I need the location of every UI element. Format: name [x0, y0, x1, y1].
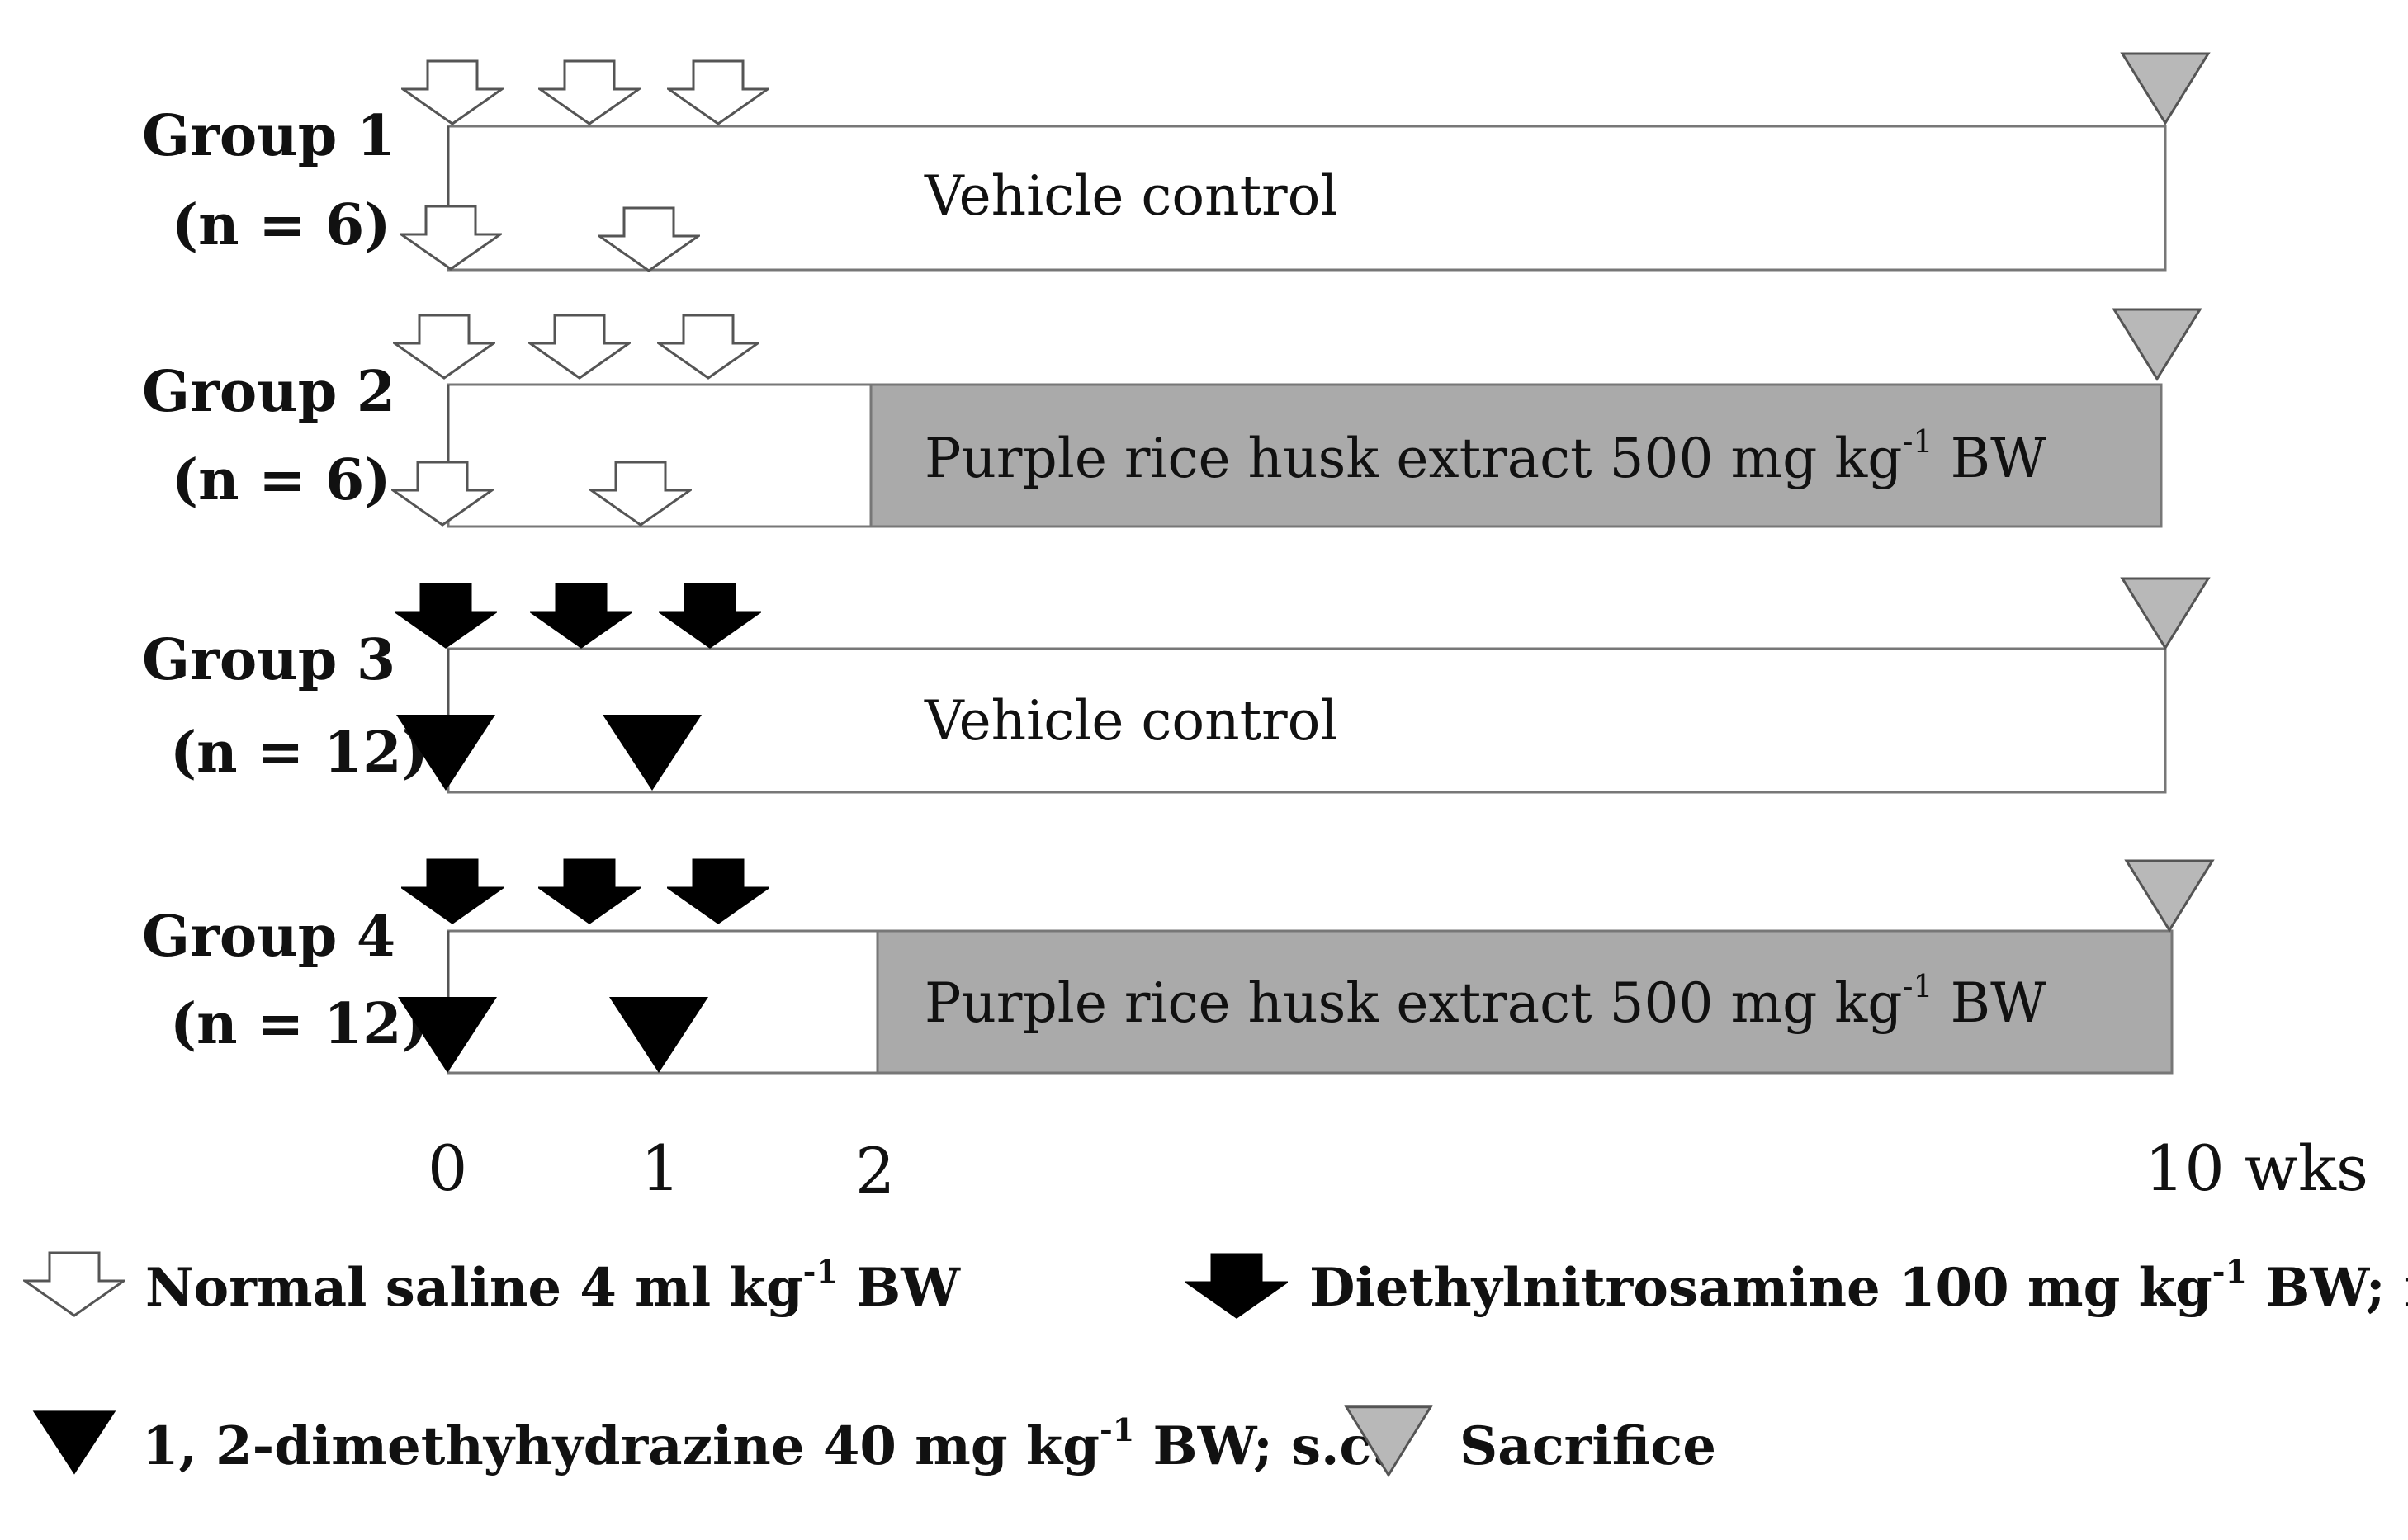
group-3-row: Group 3 (n = 12) Vehicle control — [142, 577, 2210, 794]
tick-week-2: 2 — [855, 1134, 895, 1207]
group-2-treatment-segment — [869, 383, 2163, 528]
group-4-name: Group 4 — [142, 904, 395, 970]
group-2-n: (n = 6) — [172, 447, 390, 513]
group-1-name: Group 1 — [142, 103, 395, 169]
den-arrow-icon — [667, 858, 769, 924]
den-arrow-icon — [1185, 1253, 1288, 1319]
legend-den-label: Diethylnitrosamine 100 mg kg-1 BW; i.p. — [1309, 1253, 2408, 1319]
den-arrow-icon — [401, 858, 504, 924]
den-arrow-icon — [395, 583, 497, 649]
den-arrow-icon — [538, 858, 641, 924]
legend-item-sacrifice: Sacrifice — [1345, 1405, 1716, 1477]
den-arrow-icon — [530, 583, 632, 649]
group-2-treatment: Purple rice husk extract 500 mg kg-1 BW — [925, 423, 2046, 490]
saline-arrow-icon — [528, 314, 631, 380]
sacrifice-marker-icon — [2112, 308, 2202, 380]
group-2-name: Group 2 — [142, 359, 395, 425]
saline-arrow-icon — [393, 314, 495, 380]
saline-arrow-icon — [538, 59, 641, 125]
group-4-treatment-segment — [876, 929, 2174, 1075]
saline-arrow-icon — [657, 314, 759, 380]
tick-week-0: 0 — [428, 1131, 467, 1205]
legend-sacrifice-label: Sacrifice — [1459, 1415, 1716, 1477]
legend-item-saline: Normal saline 4 ml kg-1 BW — [23, 1251, 961, 1319]
saline-arrow-icon — [23, 1251, 125, 1317]
time-axis: 0 1 2 10 wks — [428, 1131, 2368, 1207]
legend-item-den: Diethylnitrosamine 100 mg kg-1 BW; i.p. — [1185, 1253, 2408, 1319]
group-1-row: Group 1 (n = 6) Vehicle control — [142, 52, 2210, 272]
group-2-row: Group 2 (n = 6) Purple rice husk extract… — [142, 308, 2202, 528]
group-1-treatment: Vehicle control — [924, 164, 1338, 228]
dmh-triangle-icon — [32, 1410, 116, 1475]
sacrifice-marker-icon — [2121, 52, 2210, 125]
sacrifice-marker-icon — [2125, 859, 2214, 932]
group-4-row: Group 4 (n = 12) Purple rice husk extrac… — [142, 858, 2214, 1075]
tick-week-1: 1 — [641, 1131, 680, 1205]
legend-dmh-label: 1, 2-dimethyhydrazine 40 mg kg-1 BW; s.c… — [142, 1411, 1390, 1477]
group-4-treatment: Purple rice husk extract 500 mg kg-1 BW — [925, 968, 2046, 1035]
sacrifice-marker-icon — [2121, 577, 2210, 650]
saline-arrow-icon — [667, 59, 769, 125]
group-1-n: (n = 6) — [172, 192, 390, 258]
group-4-n: (n = 12) — [170, 991, 428, 1057]
legend-item-dmh: 1, 2-dimethyhydrazine 40 mg kg-1 BW; s.c… — [32, 1410, 1390, 1477]
group-3-timeline-bar — [447, 647, 2167, 794]
saline-arrow-icon — [401, 59, 504, 125]
group-1-timeline-bar — [447, 125, 2167, 272]
tick-week-10: 10 wks — [2145, 1131, 2368, 1205]
group-3-treatment: Vehicle control — [924, 689, 1338, 753]
legend: Normal saline 4 ml kg-1 BW Diethylnitros… — [23, 1251, 2408, 1477]
group-3-name: Group 3 — [142, 627, 395, 693]
group-3-n: (n = 12) — [170, 720, 428, 786]
legend-saline-label: Normal saline 4 ml kg-1 BW — [145, 1253, 961, 1319]
den-arrow-icon — [659, 583, 761, 649]
